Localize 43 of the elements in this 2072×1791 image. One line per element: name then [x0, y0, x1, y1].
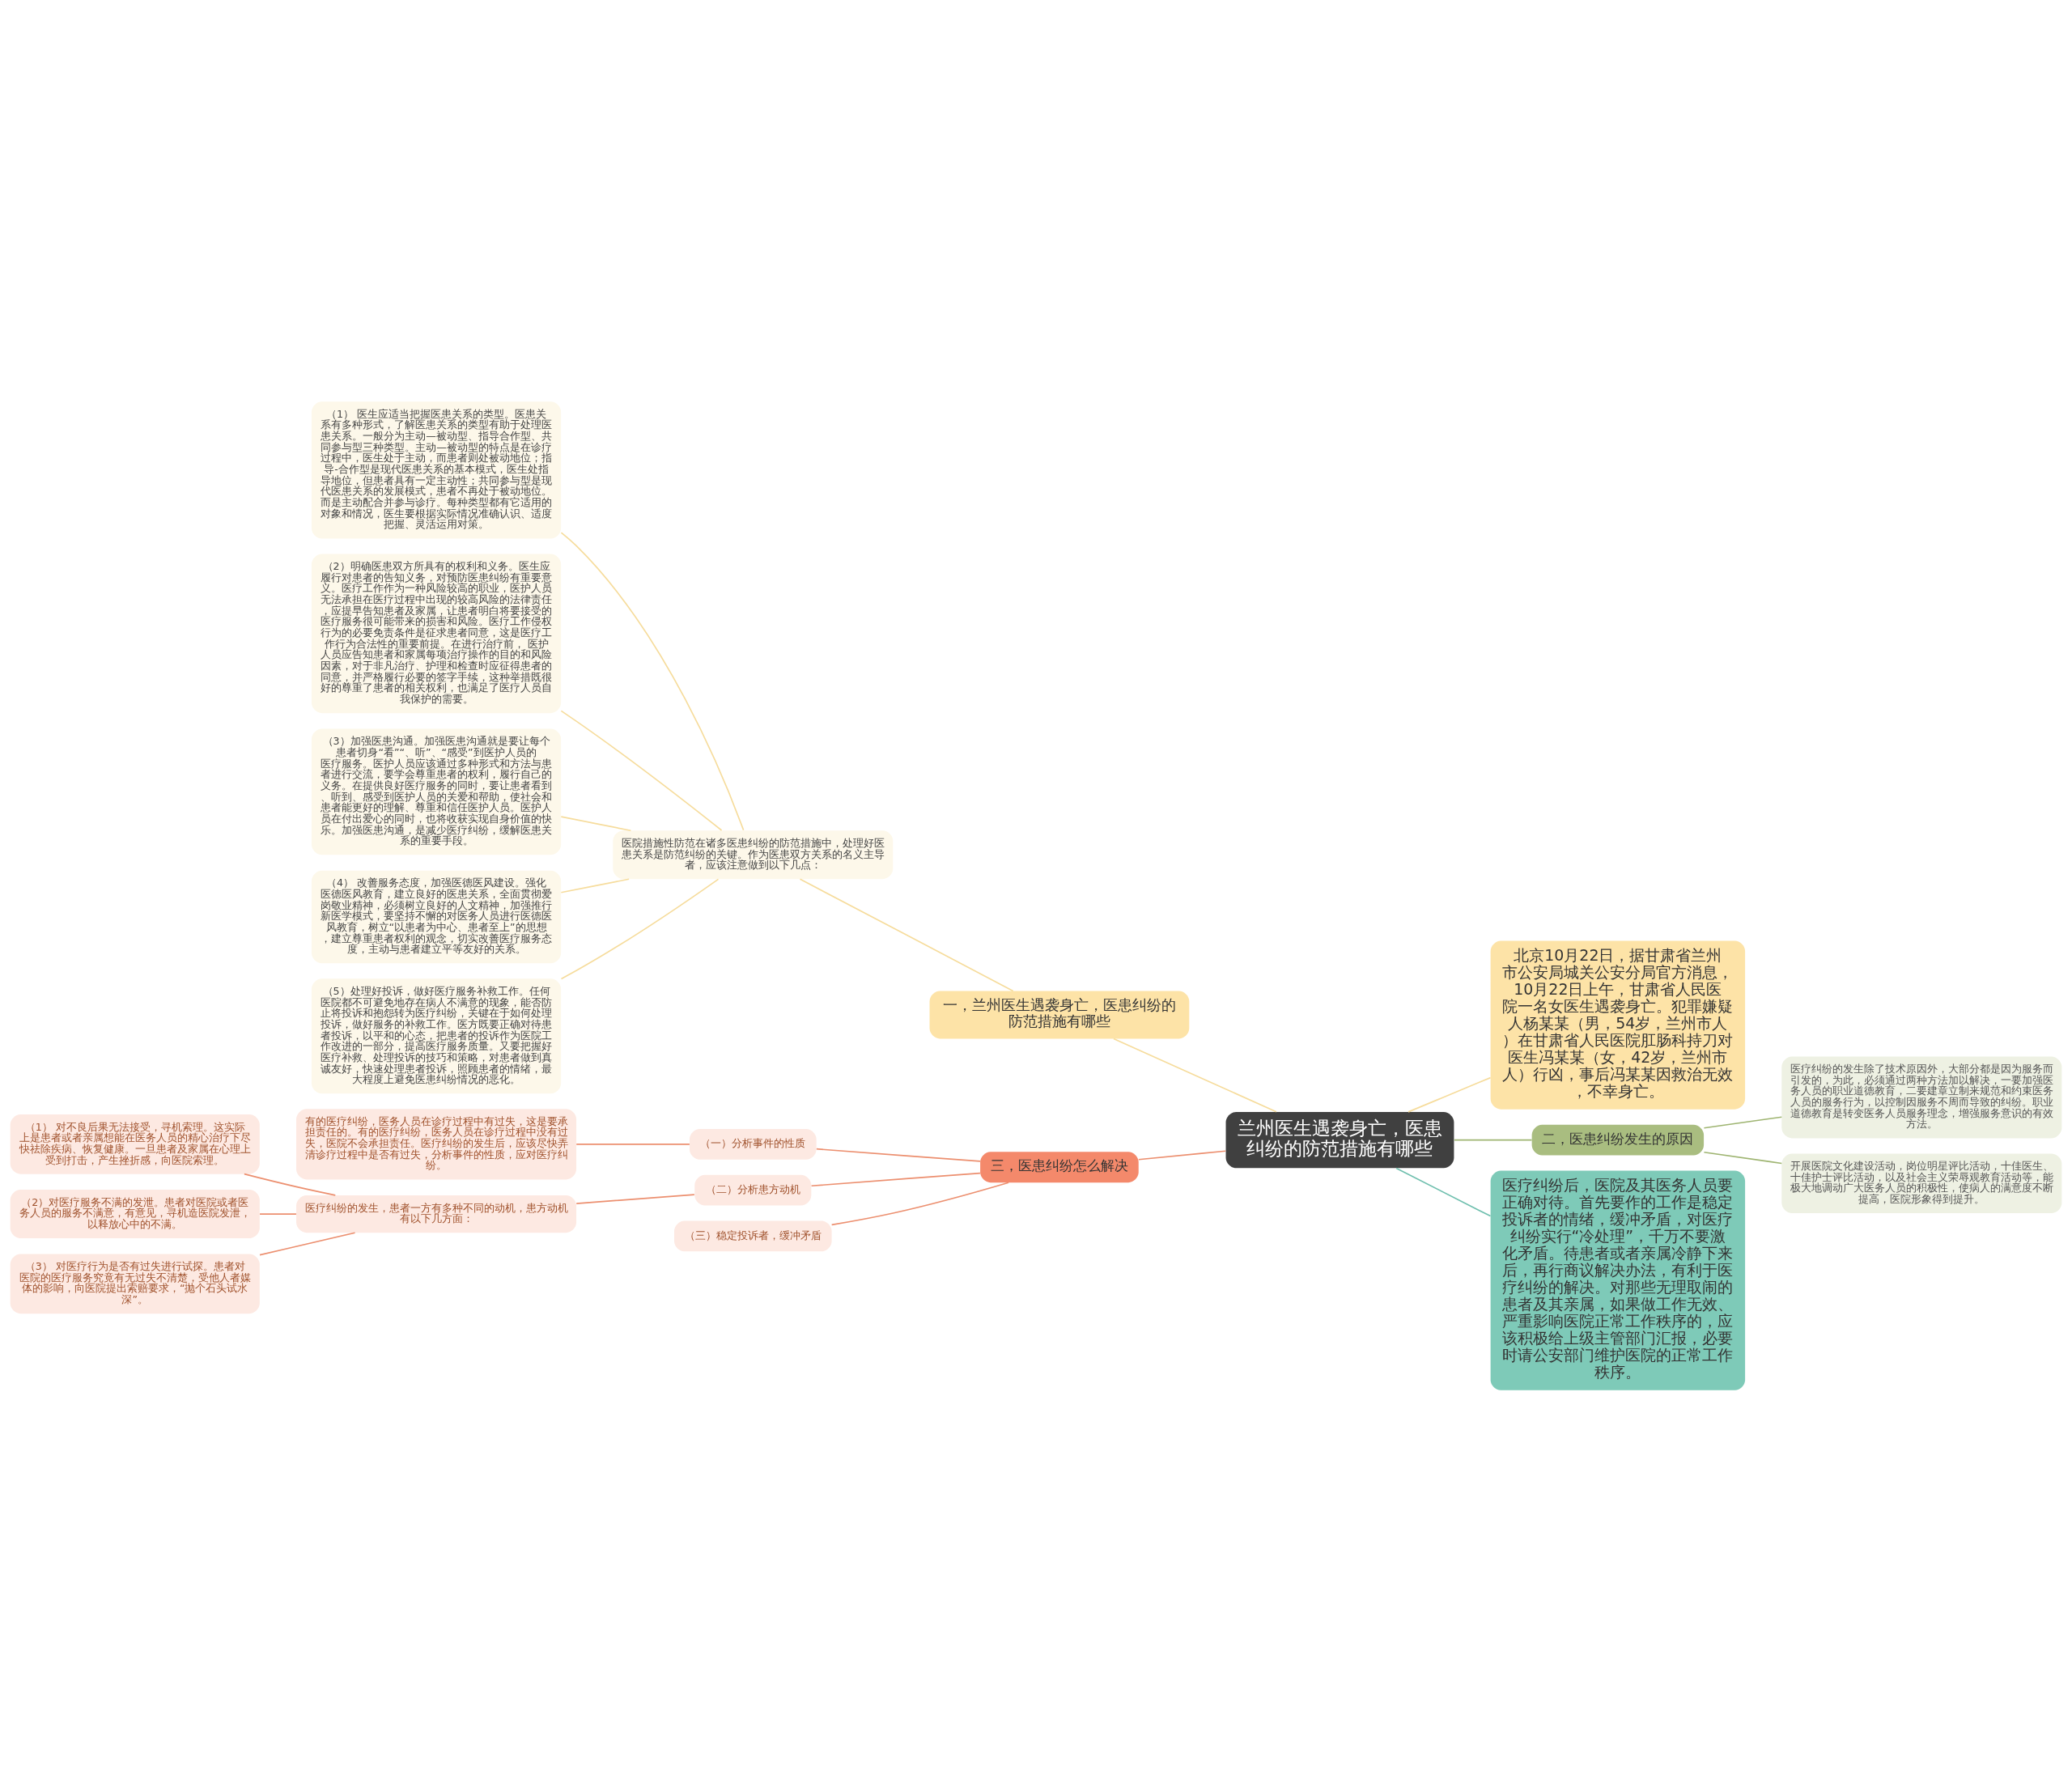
- connector: [1395, 1167, 1492, 1216]
- connector: [575, 1193, 695, 1204]
- connector: [1703, 1115, 1783, 1129]
- connector: [244, 1173, 337, 1196]
- node-box: 北京10月22日，据甘肃省兰州市公安局城关公安分局官方消息，10月22日上午，甘肃省人民医院一名女医生遇袭身亡。犯罪嫌疑人杨某某（男，54岁，兰州市人）在甘肃省人民医院肛肠科持刀对医生冯某某（女，42岁，兰州市人）行凶，事后冯某某因救治无效，不幸身亡。: [1490, 940, 1746, 1110]
- node-box: 三，医患纠纷怎么解决: [980, 1151, 1139, 1182]
- node-box: （2）明确医患双方所具有的权利和义务。医生应履行对患者的告知义务，对预防医患纠纷有重要意义。医疗工作作为一种风险较高的职业，医护人员无法承担在医疗过程中出现的较高风险的法律责任，应提早告知患者及家属，让患者明白将要接受的医疗服务很可能带来的损害和风险。医疗工作侵权行为的必要免责条件是征求患者同意，这是医疗工作行为合法性的重要前提。在进行治疗前， 医护人员应告知患者和家属每项治疗操作的目的和风险因素，对于非凡治疗、护理和检查时应征得患者的同意，并严格履行必要的签字手续，这种举措既很好的尊重了患者的相关权利，也满足了医疗人员自我保护的需要。: [312, 553, 562, 713]
- connector: [799, 877, 1014, 991]
- connector: [1408, 1076, 1492, 1113]
- node-box: 一，兰州医生遇袭身亡，医患纠纷的防范措施有哪些: [929, 991, 1190, 1038]
- connector: [1113, 1038, 1277, 1113]
- node-box: （二）分析患方动机: [694, 1174, 812, 1206]
- connector: [560, 815, 632, 831]
- node-box: （一）分析事件的性质: [689, 1128, 817, 1160]
- connector: [1703, 1151, 1783, 1164]
- node-box: （3） 对医疗行为是否有过失进行试探。患者对医院的医疗服务究竟有无过失不清楚，受他人者媒体的影响，向医院提出索赔要求，“抛个石头试水深”。: [10, 1254, 260, 1314]
- node-box: 医疗纠纷后，医院及其医务人员要正确对待。首先要作的工作是稳定投诉者的情绪，缓冲矛盾，对医疗纠纷实行“冷处理”，千万不要激化矛盾。待患者或者亲属冷静下来后，再行商议解决办法，有利于医疗纠纷的解决。对那些无理取闹的患者及其亲属，如果做工作无效、严重影响医院正常工作秩序的，应该积极给上级主管部门汇报，必要时请公安部门维护医院的正常工作秩序。: [1490, 1169, 1746, 1390]
- connector: [830, 1181, 1009, 1225]
- connector: [560, 877, 720, 979]
- connector: [816, 1148, 981, 1162]
- node-box: （1） 对不良后果无法接受，寻机索理。这实际上是患者或者亲属想能在医务人员的精心治疗下尽快祛除疾病、恢复健康。一旦患者及家属在心理上受到打击，产生挫折感，向医院索理。: [10, 1114, 260, 1174]
- connector: [560, 877, 630, 893]
- node-box: （4） 改善服务态度，加强医德医风建设。强化医德医风教育，建立良好的医患关系，全面贯彻爱岗敬业精神，必须树立良好的人文精神，加强推行新医学模式，要坚持不懈的对医务人员进行医德医风教育，树立“以患者为中心、患者至上”的思想，建立尊重患者权利的观念，切实改善医疗服务态度，主动与患者建立平等友好的关系。: [312, 870, 562, 963]
- connector: [575, 1143, 690, 1145]
- node-box: （5）处理好投诉，做好医疗服务补救工作。任何医院都不可避免地存在病人不满意的现象，能否防止将投诉和抱怨转为医疗纠纷，关键在于如何处理投诉，做好服务的补救工作。医方既要正确对待患者投诉，以平和的心态，把患者的投诉作为医院工作改进的一部分，提高医疗服务质量。又要把握好医疗补救、处理投诉的技巧和策略，对患者做到真诚友好，快速处理患者投诉，照顾患者的情绪，最大程度上避免医患纠纷情况的恶化。: [312, 978, 562, 1093]
- connector: [259, 1212, 297, 1215]
- node-box: 有的医疗纠纷，医务人员在诊疗过程中有过失，这是要承担责任的。有的医疗纠纷，医务人员在诊疗过程中没有过失，医院不会承担责任。医疗纠纷的发生后，应该尽快弄清诊疗过程中是否有过失，分析事件的性质，应对医疗纠纷。: [296, 1108, 577, 1179]
- connector: [1453, 1139, 1533, 1140]
- node-box: （3）加强医患沟通。加强医患沟通就是要让每个患者切身“看”“、听”、“感受”到医护人员的医疗服务。医护人员应该通过多种形式和方法与患者进行交流，要学会尊重患者的权利，履行自己的义务。在提供良好医疗服务的同时，要让患者看到、听到、感受到医护人员的关爱和帮助，使社会和患者能更好的理解、尊重和信任医护人员。医护人员在付出爱心的同时，也将收获实现自身价值的快乐。加强医患沟通，是减少医疗纠纷，缓解医患关系的重要手段。: [312, 728, 562, 855]
- node-box: 医疗纠纷的发生除了技术原因外，大部分都是因为服务而引发的，为此，必须通过两种方法加以解决，一要加强医务人员的职业道德教育，二要建章立制来规范和约束医务人员的服务行为，以控制因服务不周而导致的纠纷。职业道德教育是转变医务人员服务理念，增强服务意识的有效方法。: [1781, 1056, 2062, 1138]
- node-box: 二，医患纠纷发生的原因: [1531, 1124, 1705, 1155]
- connector: [259, 1231, 356, 1255]
- node-box: 兰州医生遇袭身亡，医患纠纷的防范措施有哪些: [1225, 1111, 1454, 1168]
- connector: [560, 531, 745, 831]
- node-box: （2）对医疗服务不满的发泄。患者对医院或者医务人员的服务不满意，有意见，寻机造医院发泄，以释放心中的不满。: [10, 1189, 260, 1238]
- node-box: （1） 医生应适当把握医患关系的类型。医患关系有多种形式，了解医患关系的类型有助于处理医患关系。一般分为主动—被动型、指导合作型、共同参与型三种类型。主动—被动型的特点是在诊疗过程中，医生处于主动，而患者则处被动地位；指导-合作型是现代医患关系的基本模式，医生处指导地位，但患者具有一定主动性；共同参与型是现代医患关系的发展模式，患者不再处于被动地位。而是主动配合并参与诊疗。每种类型都有它适用的对象和情况，医生要根据实际情况准确认识、适度把握、灵活运用对策。: [312, 401, 562, 539]
- node-box: 开展医院文化建设活动，岗位明星评比活动，十佳医生、十佳护士评比活动，以及社会主义荣辱观教育活动等，能极大地调动广大医务人员的积极性，使病人的满意度不断提高，医院形象得到提升。: [1781, 1152, 2062, 1213]
- node-box: 医疗纠纷的发生，患者一方有多种不同的动机，患方动机有以下几方面：: [296, 1195, 577, 1233]
- node-box: 医院措施性防范在诸多医患纠纷的防范措施中，处理好医患关系是防范纠纷的关键。作为医患双方关系的名义主导者，应该注意做到以下几点：: [613, 830, 894, 879]
- connector: [560, 710, 723, 831]
- node-box: （三）稳定投诉者，缓冲矛盾: [674, 1220, 832, 1251]
- connector: [1138, 1149, 1227, 1161]
- connector: [810, 1172, 981, 1186]
